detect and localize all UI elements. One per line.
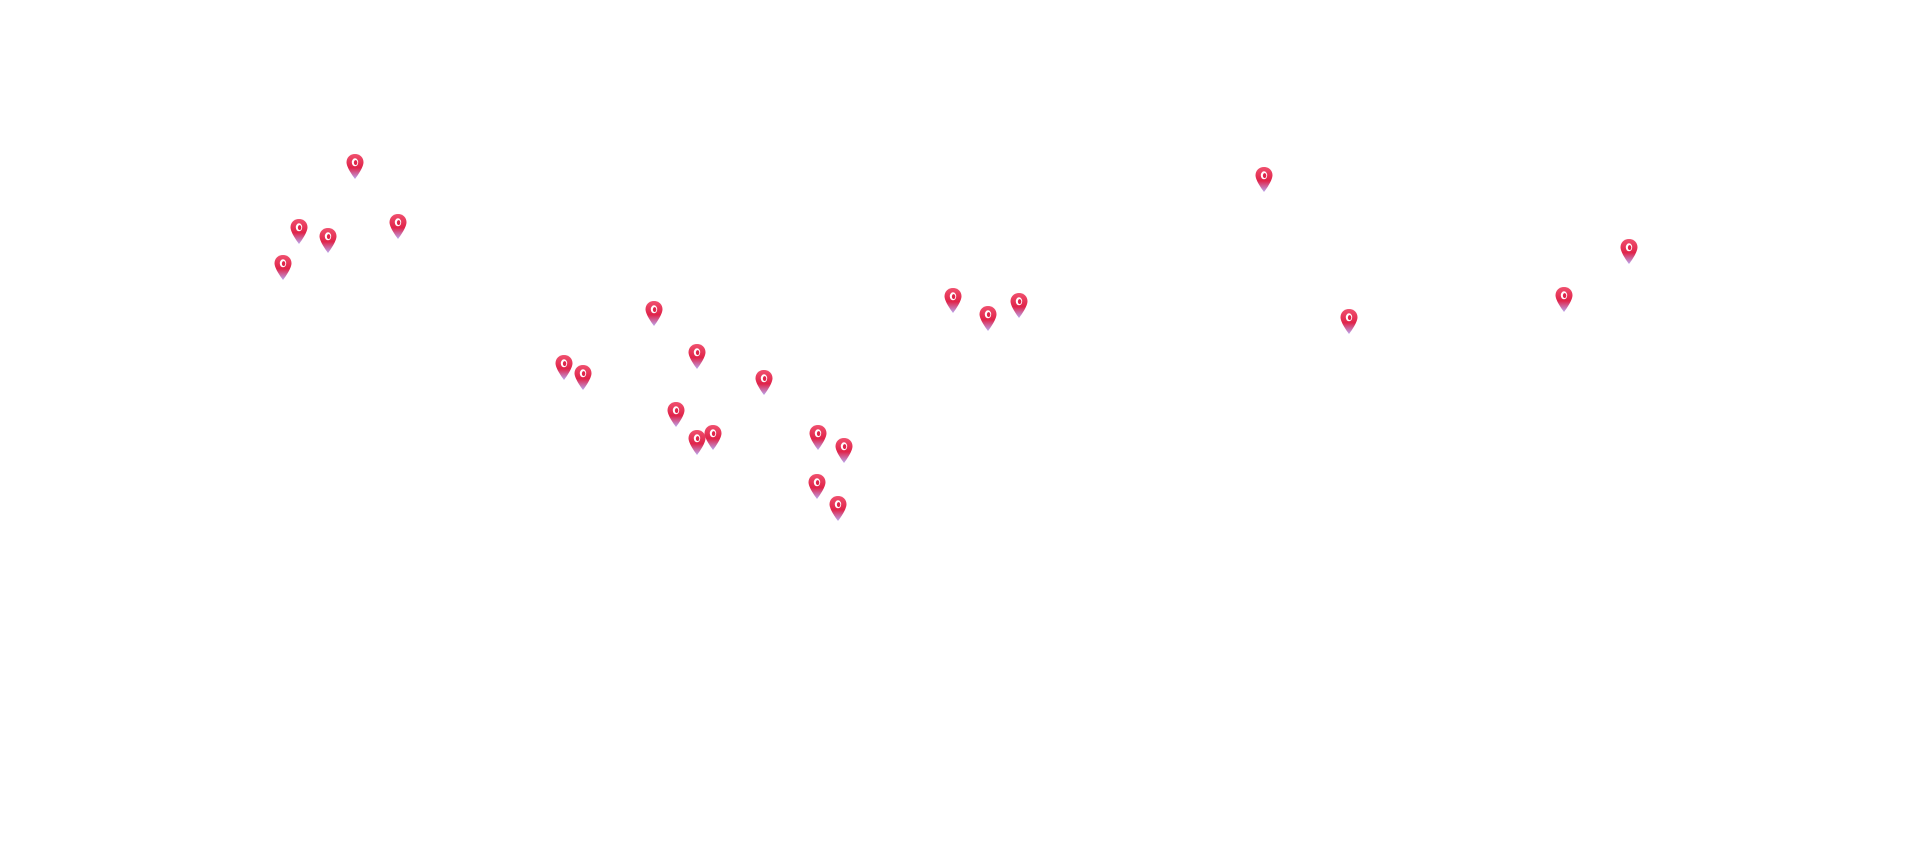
map-pin-icon[interactable] [808,424,828,451]
map-pin-icon[interactable] [388,213,408,240]
map-pin-icon[interactable] [943,287,963,314]
map-pin-icon[interactable] [1339,308,1359,335]
map-pin-icon[interactable] [1554,286,1574,313]
map-pin-icon[interactable] [828,495,848,522]
map-pin-icon[interactable] [1009,292,1029,319]
map-pin-icon[interactable] [289,218,309,245]
map-pin-icon[interactable] [834,437,854,464]
map-pin-icon[interactable] [554,354,574,381]
map-pin-icon[interactable] [754,369,774,396]
map-pin-icon[interactable] [687,429,707,456]
map-pin-icon[interactable] [318,227,338,254]
map-pin-icon[interactable] [703,424,723,451]
map-pin-icon[interactable] [573,364,593,391]
map-pin-icon[interactable] [978,305,998,332]
map-pin-icon[interactable] [1619,238,1639,265]
map-pin-icon[interactable] [273,254,293,281]
map-pin-icon[interactable] [345,153,365,180]
map-pin-icon[interactable] [807,473,827,500]
map-pin-icon[interactable] [687,343,707,370]
map-pin-icon[interactable] [644,300,664,327]
map-pin-icon[interactable] [666,401,686,428]
map-pin-icon[interactable] [1254,166,1274,193]
